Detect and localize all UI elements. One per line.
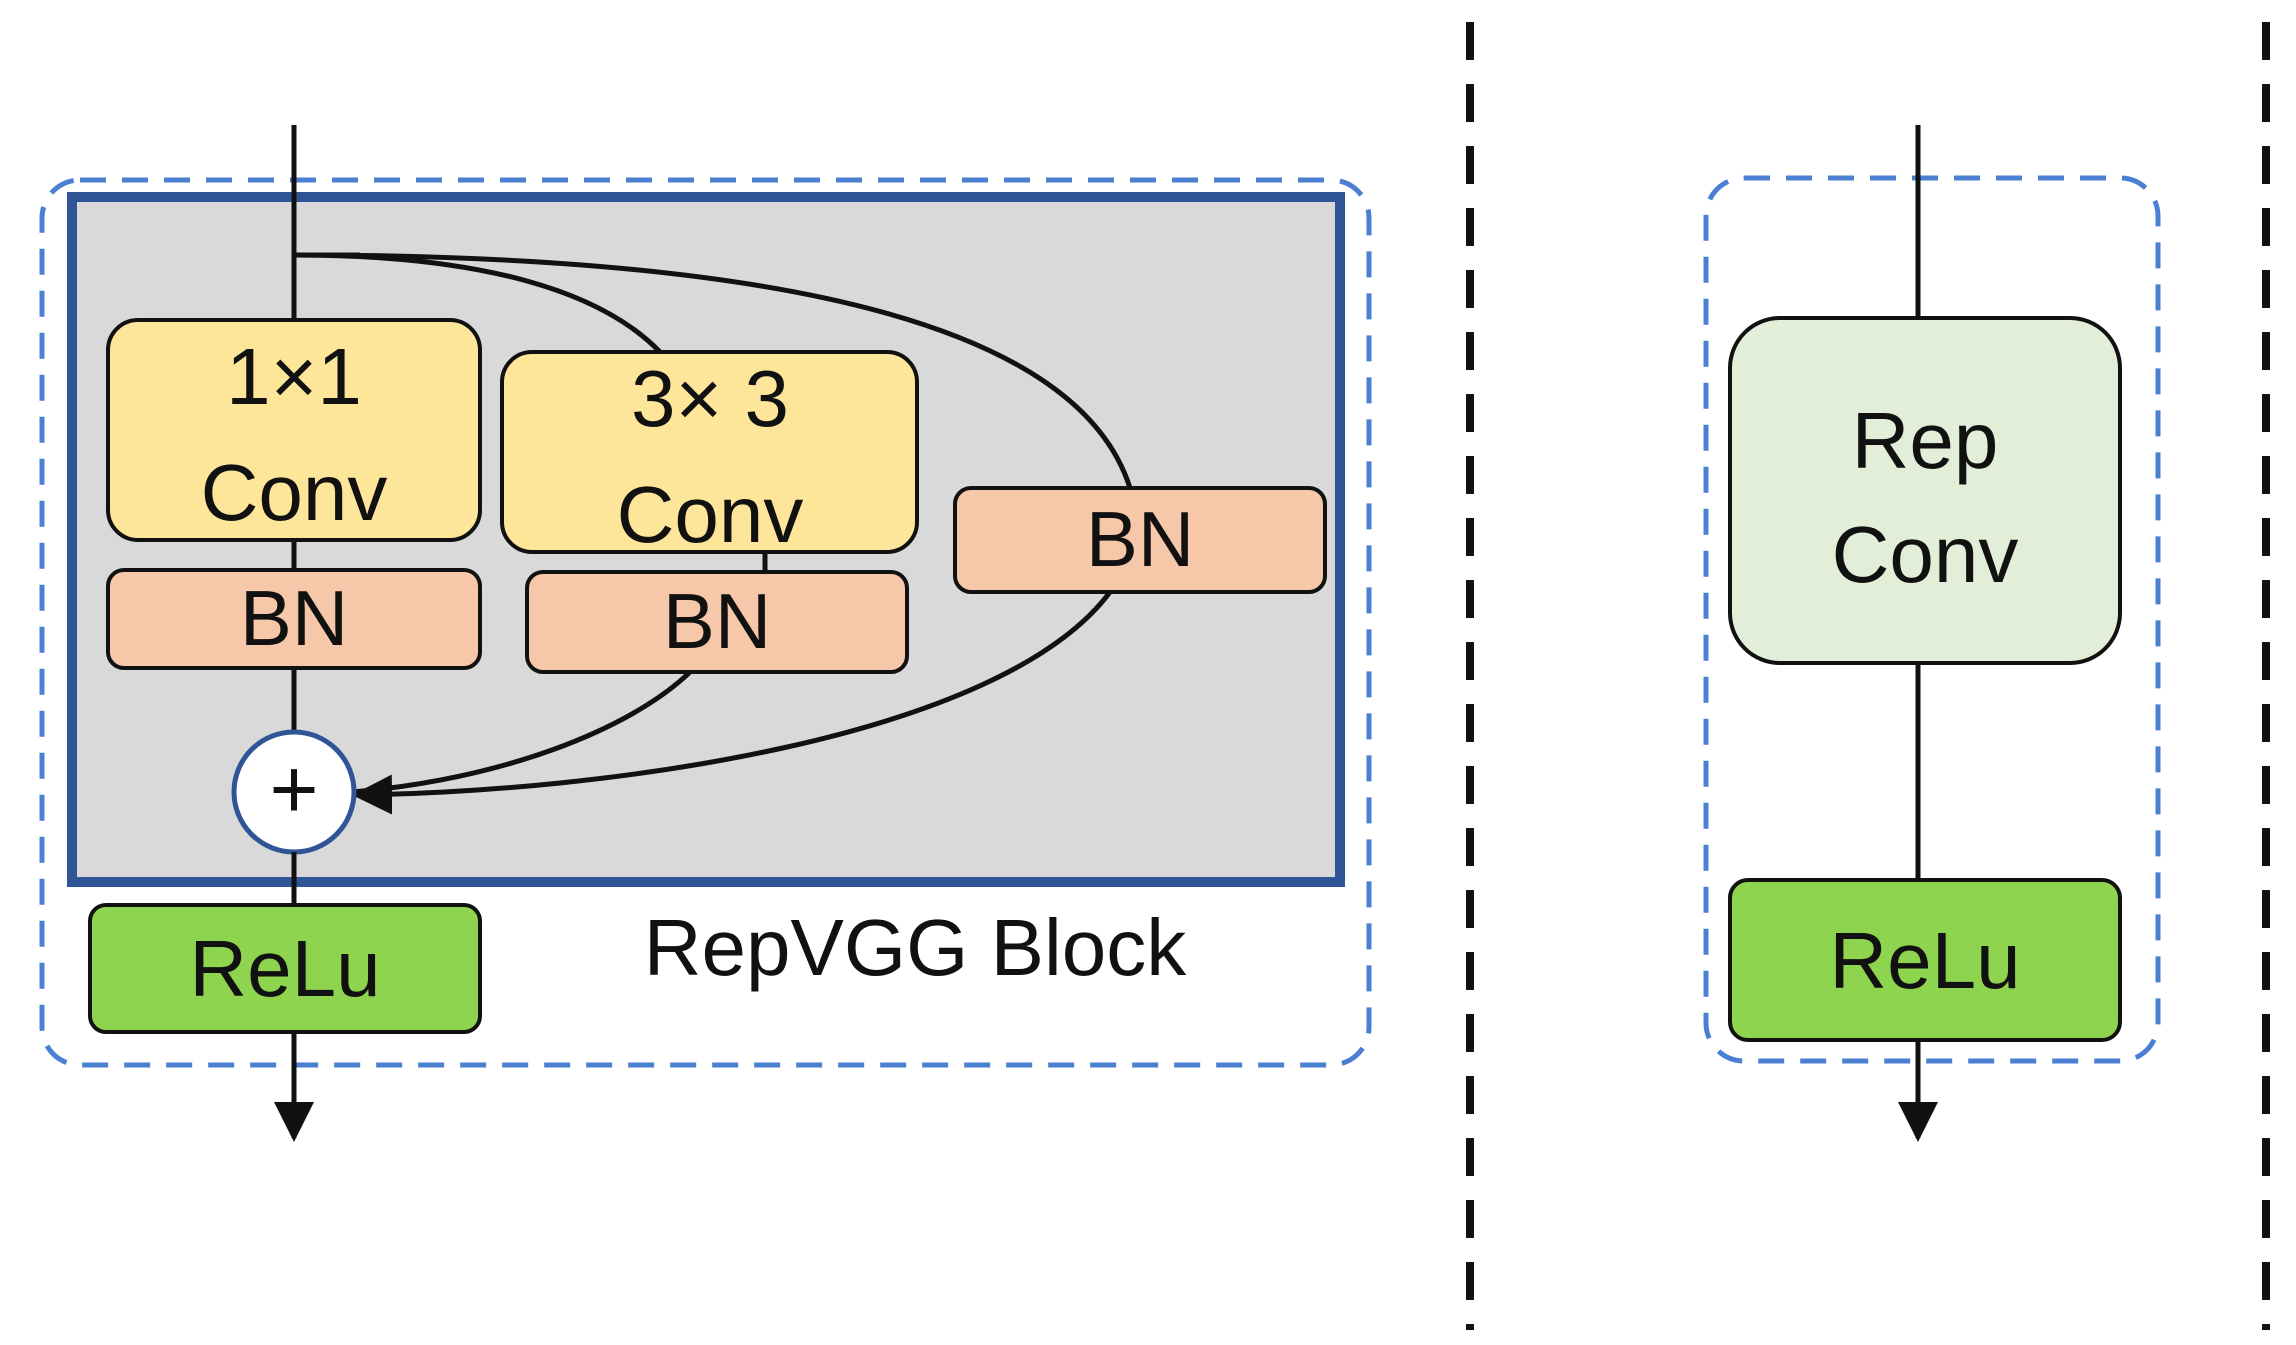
conv-3x3-line1: 3× 3 (631, 354, 789, 443)
conv-3x3-line2: Conv (617, 470, 804, 559)
bnid-to-add-curve (352, 590, 1113, 815)
relu-box-left (88, 903, 482, 1034)
repvgg-block-train: 1×1 Conv 3× 3 Conv BN BN BN + ReLu RepVG… (39, 125, 1372, 1142)
add-symbol: + (269, 742, 318, 836)
bn-3x3-label: BN (663, 577, 771, 665)
conv-3x3-box (500, 350, 919, 554)
bn-3x3-box (525, 570, 909, 674)
conv-1x1-line2: Conv (201, 448, 388, 537)
relu-label-left: ReLu (189, 924, 380, 1013)
relu-label-right: ReLu (1829, 916, 2020, 1005)
repconv-line2: Conv (1832, 510, 2019, 599)
bn-1x1-box (106, 568, 482, 670)
repconv-line1: Rep (1852, 396, 1999, 485)
bn-identity-box (953, 486, 1327, 594)
conv-1x1-line1: 1×1 (226, 332, 362, 421)
conv-1x1-box (106, 318, 482, 542)
bn3-to-add-curve (351, 670, 692, 795)
relu-box-right (1728, 878, 2122, 1042)
block-label: RepVGG Block (644, 903, 1187, 992)
bn-identity-label: BN (1086, 495, 1194, 583)
repconv-box (1728, 316, 2122, 665)
bn-1x1-label: BN (240, 574, 348, 662)
inference-dashed-border (1703, 175, 2161, 1064)
branch-identity-curve (293, 252, 1133, 489)
repvgg-block-inference: Rep Conv ReLu (1703, 125, 2161, 1142)
